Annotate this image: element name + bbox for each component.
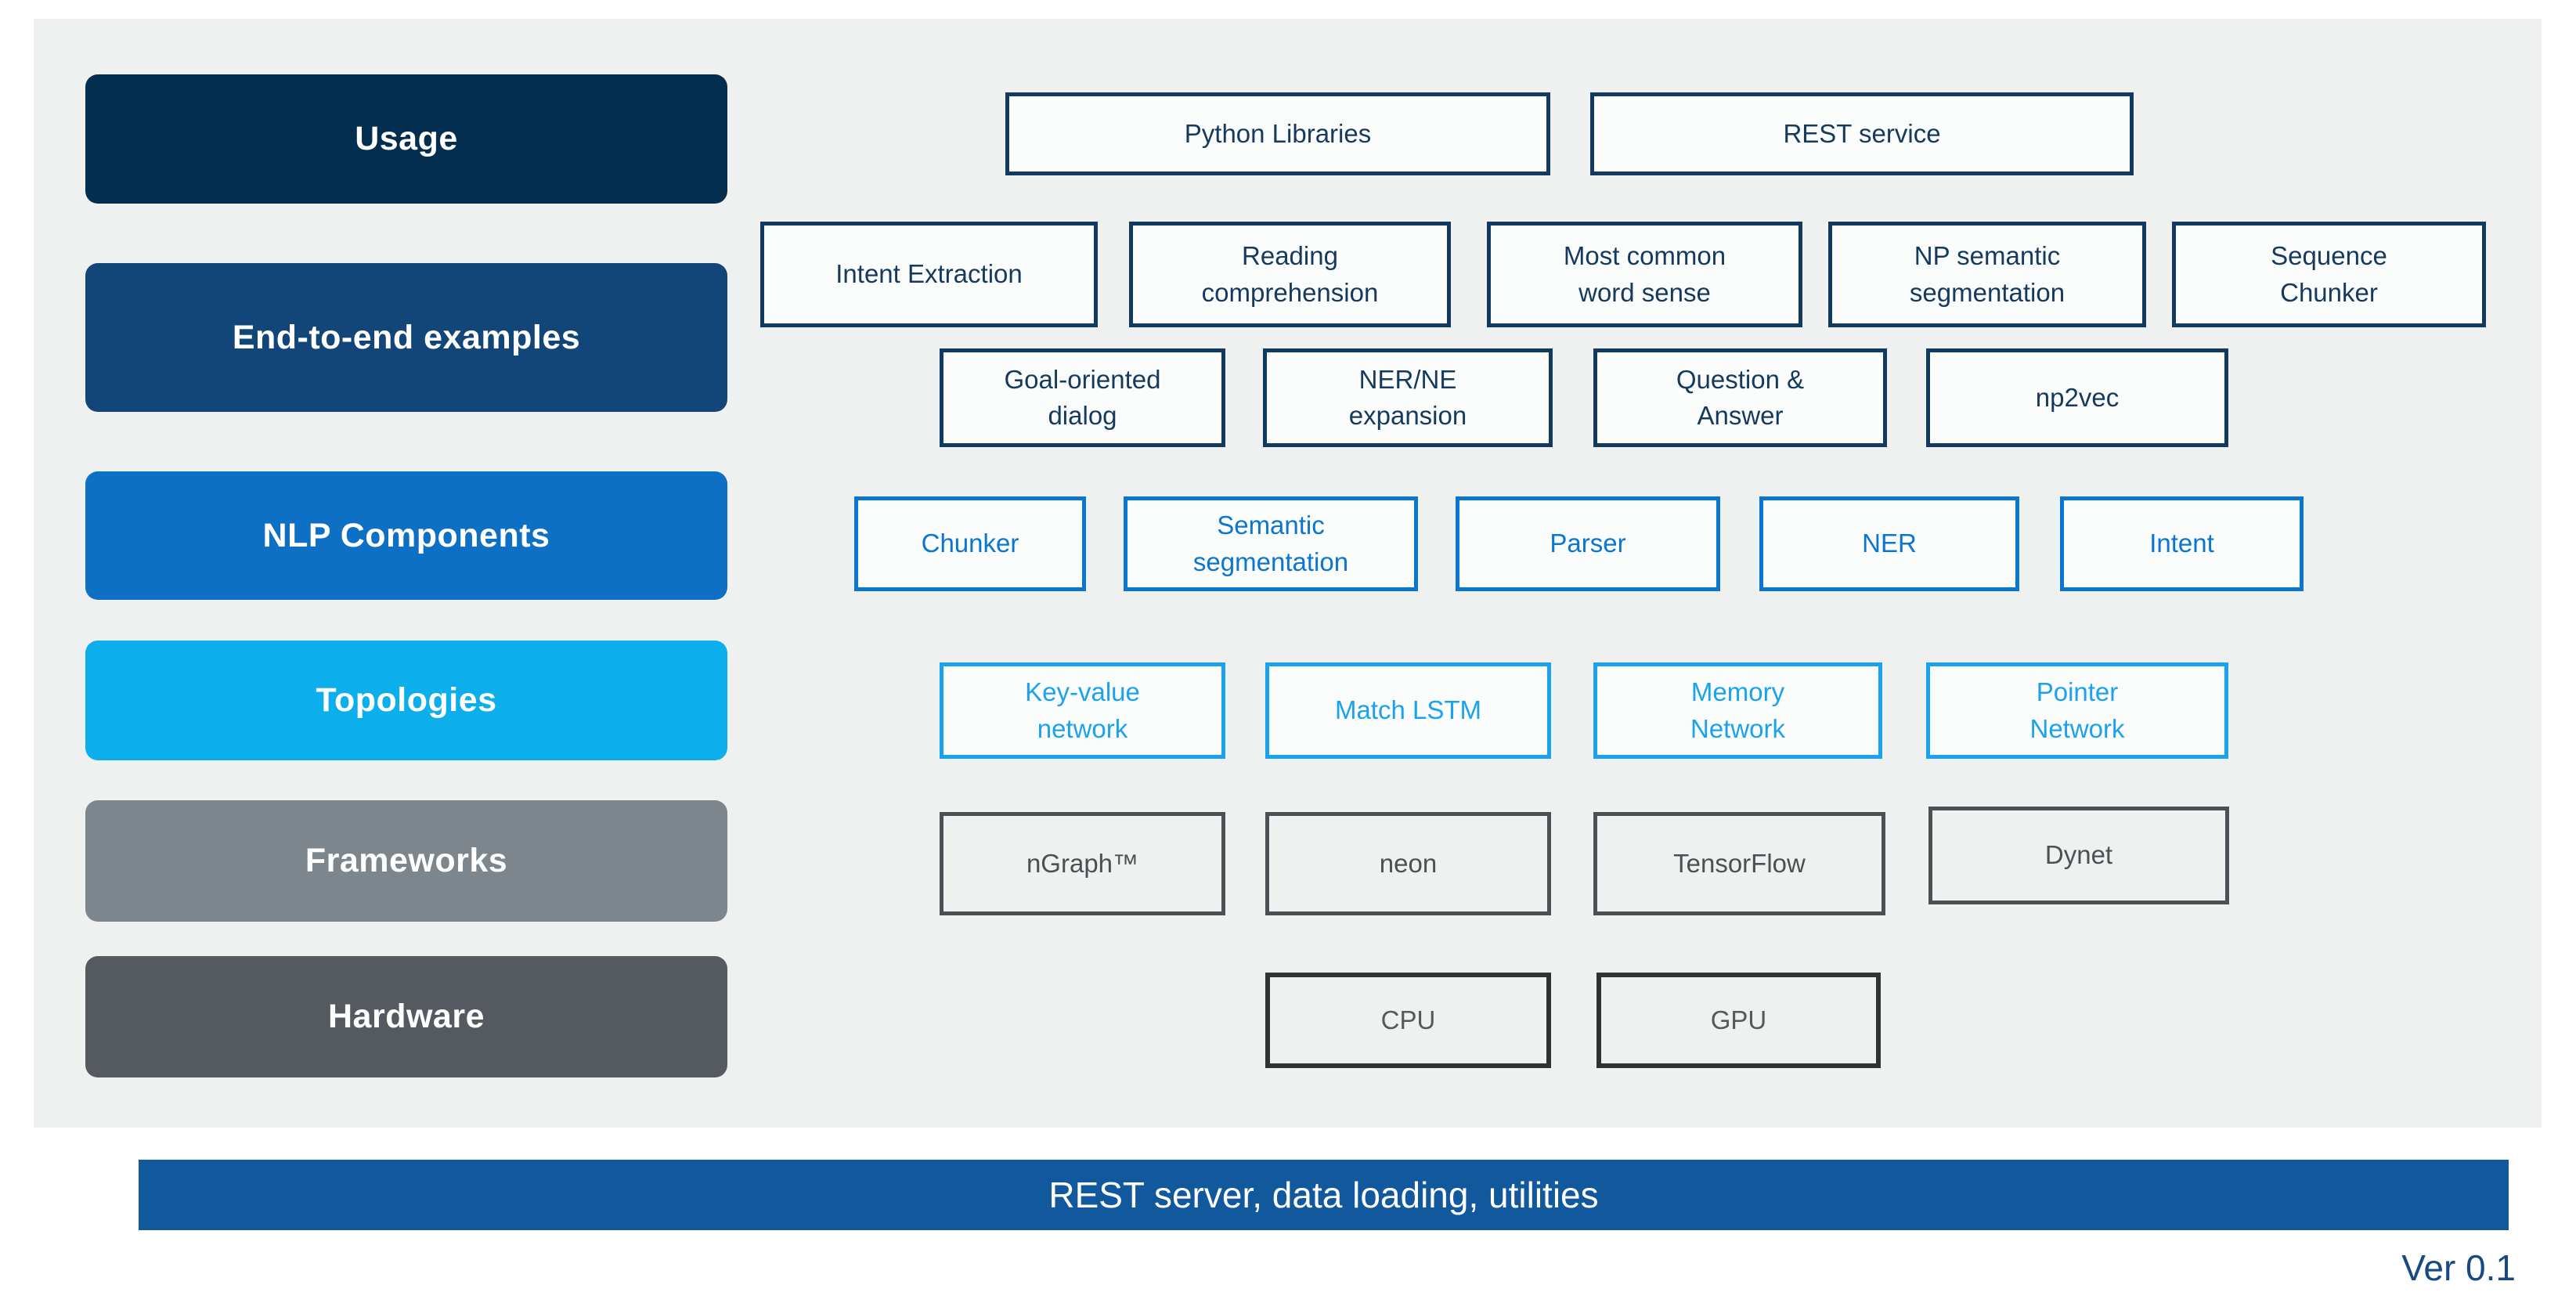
box-ner-ne-expansion: NER/NE expansion (1263, 348, 1553, 447)
tier-end-to-end-examples: End-to-end examples (85, 263, 727, 412)
box-sequence-chunker: Sequence Chunker (2172, 222, 2486, 327)
tier-topologies: Topologies (85, 641, 727, 760)
box-python-libraries: Python Libraries (1005, 92, 1550, 175)
box-tensorflow: TensorFlow (1593, 812, 1885, 915)
box-cpu: CPU (1265, 973, 1551, 1068)
box-ner: NER (1759, 496, 2019, 591)
box-chunker: Chunker (854, 496, 1086, 591)
tier-hardware: Hardware (85, 956, 727, 1077)
tier-nlp-components: NLP Components (85, 471, 727, 600)
box-intent: Intent (2060, 496, 2304, 591)
box-goal-oriented-dialog: Goal-oriented dialog (940, 348, 1225, 447)
box-dynet: Dynet (1928, 807, 2229, 904)
tier-usage: Usage (85, 74, 727, 204)
box-match-lstm: Match LSTM (1265, 662, 1551, 759)
box-reading-comprehension: Reading comprehension (1129, 222, 1451, 327)
rest-server-utilities-bar: REST server, data loading, utilities (139, 1160, 2509, 1230)
version-label: Ver 0.1 (2401, 1247, 2516, 1288)
box-key-value-network: Key-value network (940, 662, 1225, 759)
box-memory-network: Memory Network (1593, 662, 1882, 759)
box-intent-extraction: Intent Extraction (760, 222, 1098, 327)
box-ngraph: nGraph™ (940, 812, 1225, 915)
box-np-semantic-segmentation: NP semantic segmentation (1828, 222, 2146, 327)
box-neon: neon (1265, 812, 1551, 915)
box-question-answer: Question & Answer (1593, 348, 1887, 447)
box-np2vec: np2vec (1926, 348, 2228, 447)
box-semantic-segmentation: Semantic segmentation (1124, 496, 1418, 591)
box-gpu: GPU (1596, 973, 1881, 1068)
box-most-common-word-sense: Most common word sense (1487, 222, 1802, 327)
box-parser: Parser (1456, 496, 1720, 591)
tier-frameworks: Frameworks (85, 800, 727, 922)
box-rest-service: REST service (1590, 92, 2134, 175)
box-pointer-network: Pointer Network (1926, 662, 2228, 759)
